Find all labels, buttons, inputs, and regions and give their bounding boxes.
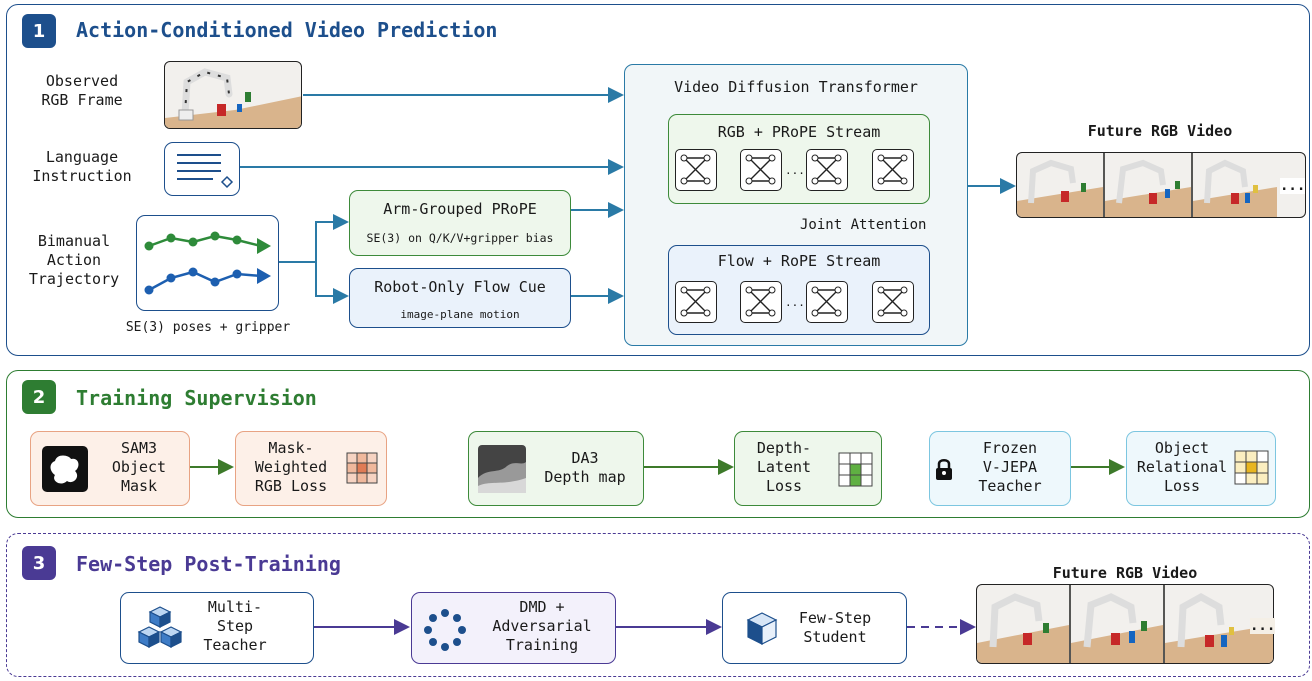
panel-training-supervision <box>6 370 1310 518</box>
transformer-block-icon <box>872 149 914 191</box>
trajectory-note: SE(3) poses + gripper <box>125 320 291 335</box>
mask-loss-grid-icon <box>346 452 378 484</box>
panel-action-conditioned <box>6 4 1310 356</box>
panel-few-step <box>6 533 1310 677</box>
arrow-traj-to-flowcue <box>315 262 349 304</box>
dmd-box <box>411 592 616 664</box>
sam3-label: SAM3 Object Mask <box>111 439 167 495</box>
student-box <box>722 592 907 664</box>
flow-cue-subtitle: image-plane motion <box>400 308 520 321</box>
lock-icon <box>936 459 952 480</box>
prope-box <box>349 190 571 256</box>
trajectory-label: Bimanual Action Trajectory <box>28 232 120 288</box>
panel1-number: 1 <box>22 14 56 48</box>
panel3-number: 3 <box>22 546 56 580</box>
dmd-label: DMD + Adversarial Training <box>492 598 592 654</box>
transformer-block-icon <box>740 281 782 323</box>
teacher-box <box>120 592 314 664</box>
observed-frame-label: Observed RGB Frame <box>41 72 123 109</box>
observed-rgb-frame <box>164 61 302 129</box>
flow-cue-box <box>349 268 571 328</box>
language-label: Language Instruction <box>32 148 132 185</box>
stream-dots: ... <box>785 164 805 177</box>
prope-title: Arm-Grouped PRoPE <box>383 200 537 218</box>
transformer-block-icon <box>806 149 848 191</box>
stream-dots: ... <box>785 296 805 309</box>
trajectory-plot <box>136 215 279 311</box>
output-video-title-3: Future RGB Video <box>1052 564 1198 582</box>
output-ellipsis: ... <box>1280 178 1306 194</box>
output-video-title: Future RGB Video <box>1087 122 1233 140</box>
relational-loss-label: Object Relational Loss <box>1136 439 1228 495</box>
prope-subtitle: SE(3) on Q/K/V+gripper bias <box>366 231 554 245</box>
sam3-box <box>30 431 190 506</box>
panel2-title: Training Supervision <box>76 386 317 410</box>
depth-loss-grid-icon <box>838 452 873 487</box>
da3-box <box>468 431 644 506</box>
transformer-block-icon <box>740 149 782 191</box>
cube-icon <box>746 612 778 645</box>
arrow-traj-to-prope <box>279 214 349 263</box>
language-instruction-icon <box>164 142 240 196</box>
da3-label: DA3 Depth map <box>544 449 626 486</box>
vjepa-label: Frozen V-JEPA Teacher <box>978 439 1042 495</box>
flow-stream-title: Flow + RoPE Stream <box>717 252 881 270</box>
transformer-block-icon <box>675 281 717 323</box>
rgb-stream-title: RGB + PRoPE Stream <box>717 123 881 141</box>
transformer-block-icon <box>806 281 848 323</box>
depth-map-icon <box>478 445 526 493</box>
transformer-block-icon <box>675 149 717 191</box>
flow-cue-title: Robot-Only Flow Cue <box>374 278 546 296</box>
cubes-icon <box>137 606 183 648</box>
dit-title: Video Diffusion Transformer <box>674 78 918 96</box>
panel3-title: Few-Step Post-Training <box>76 552 341 576</box>
output-ellipsis-3: ... <box>1250 618 1276 634</box>
panel2-number: 2 <box>22 380 56 414</box>
depth-loss-label: Depth- Latent Loss <box>756 439 812 495</box>
vjepa-box <box>929 431 1071 506</box>
relational-loss-grid-icon <box>1234 450 1269 485</box>
transformer-block-icon <box>872 281 914 323</box>
ring-dots-icon <box>424 609 466 651</box>
joint-attention-label: Joint Attention <box>800 217 927 233</box>
mask-loss-label: Mask- Weighted RGB Loss <box>254 439 328 495</box>
output-video-strip-3 <box>976 584 1274 664</box>
robot-scene-image <box>165 68 301 128</box>
student-label: Few-Step Student <box>798 609 872 646</box>
teacher-label: Multi- Step Teacher <box>203 598 267 654</box>
output-video-strip <box>1016 152 1306 218</box>
panel1-title: Action-Conditioned Video Prediction <box>76 18 498 42</box>
mask-icon <box>42 446 88 492</box>
